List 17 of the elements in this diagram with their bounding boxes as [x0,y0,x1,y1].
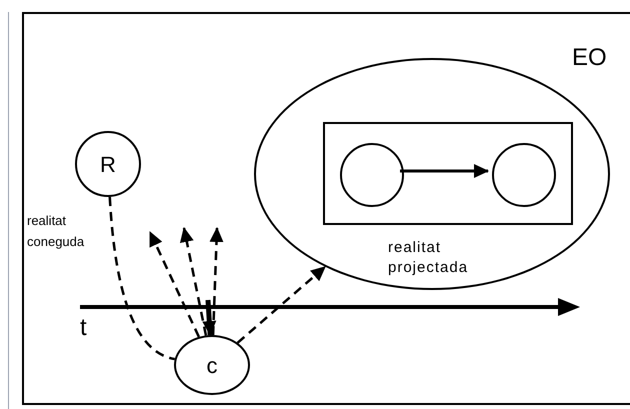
frame-box [323,122,573,225]
dashed-arrow [148,231,200,338]
node-label: c [206,352,218,380]
circle-node [174,335,250,395]
node-label: R [99,150,117,178]
node-caption: realitat coneguda [27,212,86,251]
arrow [202,300,216,336]
empty-circle [492,143,556,207]
dashed-arrow [180,227,208,336]
dashed-arrow [236,266,326,344]
dashed-arrow [210,227,224,336]
empty-circle [340,143,404,207]
circle-node [75,131,141,197]
corner-label: EO [572,43,607,73]
axis-label: t [80,313,87,343]
ellipse-label: realitat projectada [388,238,470,278]
arrow [400,164,489,178]
